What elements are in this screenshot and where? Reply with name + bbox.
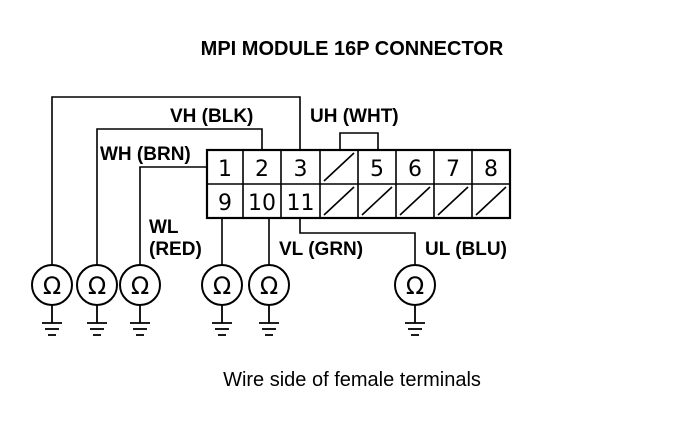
label-wl-line2: (RED) bbox=[149, 239, 202, 260]
ground-icon bbox=[405, 305, 425, 336]
unused-cavity-15 bbox=[437, 186, 469, 216]
uh-jumper bbox=[339, 132, 379, 150]
label-wl-line1: WL bbox=[149, 217, 179, 238]
ground-icon bbox=[42, 305, 62, 336]
pin-5: 5 bbox=[370, 157, 384, 182]
wire-wh-pin1 bbox=[139, 166, 207, 265]
label-vh: VH (BLK) bbox=[170, 106, 253, 127]
ohmmeter-icon: Ω bbox=[394, 264, 436, 306]
label-ul: UL (BLU) bbox=[425, 239, 507, 260]
ohmmeter-icon: Ω bbox=[119, 264, 161, 306]
ground-icon bbox=[212, 305, 232, 336]
unused-cavity-16 bbox=[475, 186, 507, 216]
ground-icon bbox=[87, 305, 107, 336]
pin-11: 11 bbox=[287, 191, 315, 216]
wire-pin3-meter1 bbox=[51, 96, 301, 265]
diagram-title: MPI MODULE 16P CONNECTOR bbox=[201, 38, 504, 60]
pin-8: 8 bbox=[484, 157, 498, 182]
pin-6: 6 bbox=[408, 157, 422, 182]
ohmmeter-icon: Ω bbox=[201, 264, 243, 306]
wire-ul-pin11 bbox=[299, 218, 416, 265]
ohmmeter-icon: Ω bbox=[31, 264, 73, 306]
ohm-symbol: Ω bbox=[406, 272, 424, 300]
unused-cavity-4 bbox=[323, 152, 355, 182]
ohm-symbol: Ω bbox=[260, 272, 278, 300]
ohm-symbol: Ω bbox=[43, 272, 61, 300]
ground-icon bbox=[259, 305, 279, 336]
wire-labels: VH (BLK) UH (WHT) WH (BRN) WL (RED) VL (… bbox=[100, 106, 507, 260]
unused-cavity-12 bbox=[323, 186, 355, 216]
ohm-symbol: Ω bbox=[131, 272, 149, 300]
ground-icon bbox=[130, 305, 150, 336]
ohmmeter-icon: Ω bbox=[76, 264, 118, 306]
wires bbox=[51, 96, 416, 265]
pin-9: 9 bbox=[218, 191, 232, 216]
label-vl: VL (GRN) bbox=[279, 239, 363, 260]
ohm-symbol: Ω bbox=[213, 272, 231, 300]
wire-vh-pin2 bbox=[96, 128, 263, 265]
pin-2: 2 bbox=[255, 157, 269, 182]
unused-cavity-14 bbox=[399, 186, 431, 216]
pin-1: 1 bbox=[218, 157, 232, 182]
ohm-symbol: Ω bbox=[88, 272, 106, 300]
pin-3: 3 bbox=[294, 157, 308, 182]
ohmmeter-icon: Ω bbox=[248, 264, 290, 306]
pin-10: 10 bbox=[248, 191, 276, 216]
pin-7: 7 bbox=[446, 157, 460, 182]
label-wh: WH (BRN) bbox=[100, 144, 191, 165]
unused-cavity-13 bbox=[361, 186, 393, 216]
diagram-caption: Wire side of female terminals bbox=[223, 369, 481, 391]
label-uh: UH (WHT) bbox=[310, 106, 399, 127]
